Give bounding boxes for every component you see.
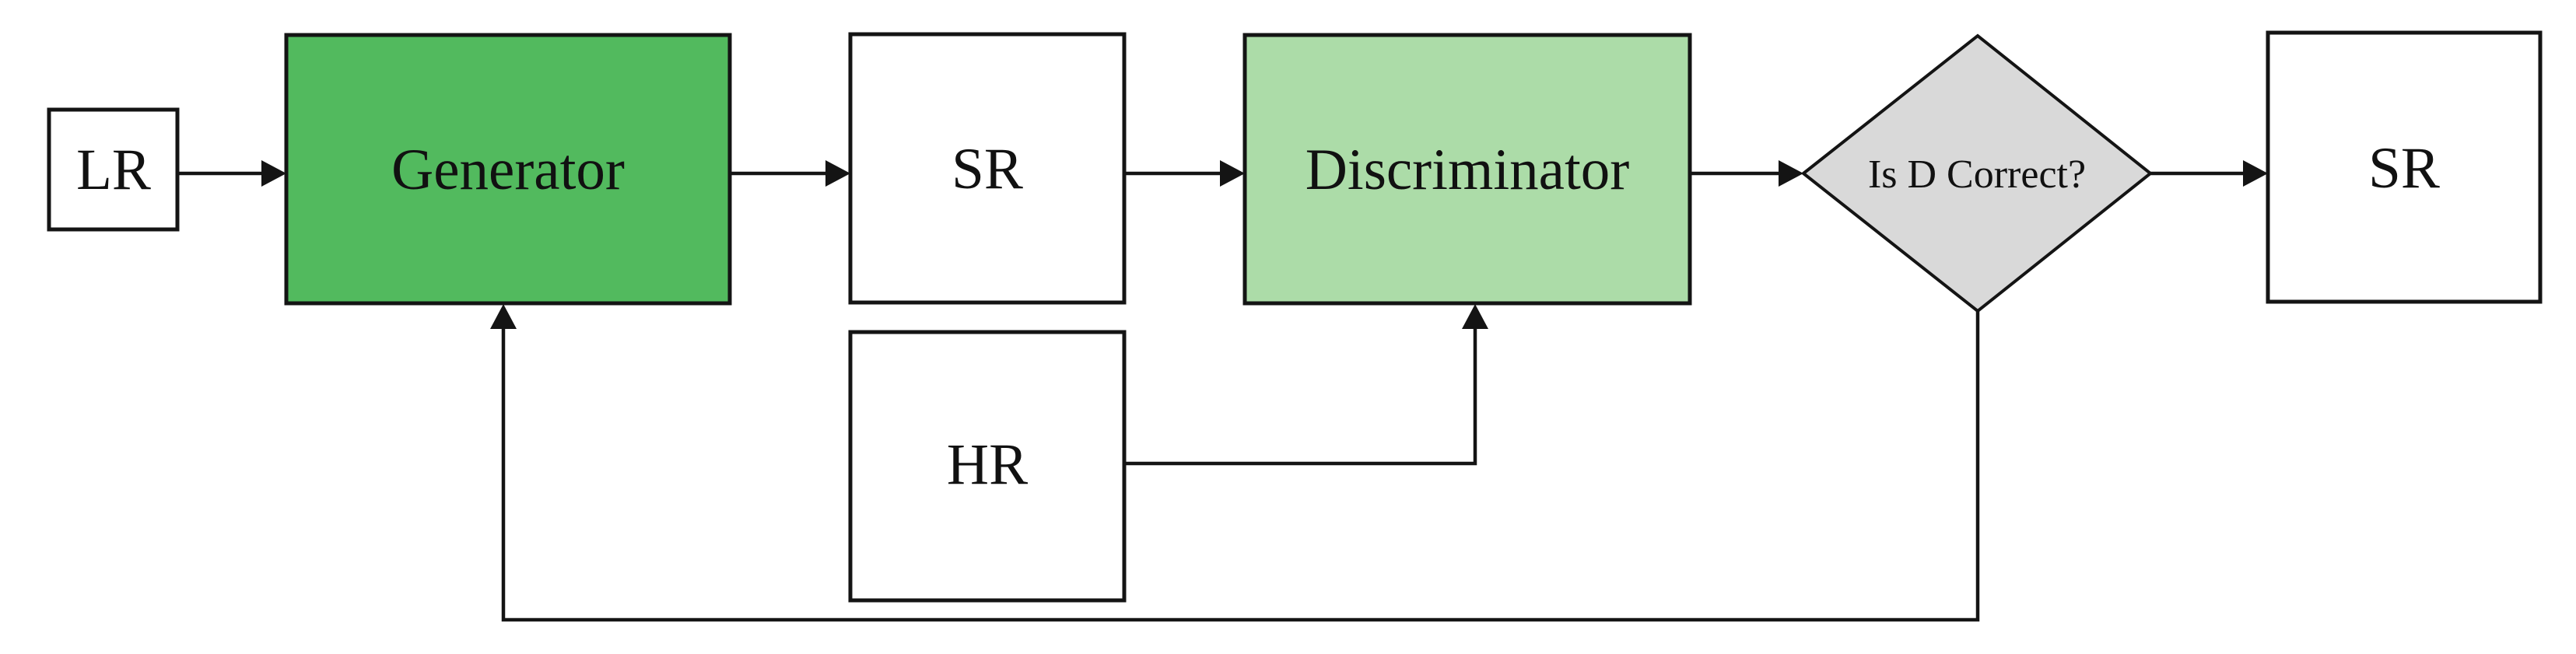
- arrowhead-into-sr: [825, 160, 850, 187]
- sr-output-node: [2266, 30, 2543, 304]
- connector-hr-to-discriminator: [1124, 327, 1477, 466]
- lr-node: [47, 107, 180, 232]
- generator-node: [284, 33, 732, 306]
- arrowhead-into-discriminator-bottom: [1462, 304, 1488, 329]
- connector-feedback-loop: [501, 311, 1980, 622]
- hr-node-label: HR: [947, 432, 1028, 497]
- arrowhead-into-discriminator: [1220, 160, 1245, 187]
- discriminator-node-label: Discriminator: [1306, 138, 1630, 202]
- arrowhead-into-sr-output: [2243, 160, 2268, 187]
- arrowhead-into-decision: [1779, 160, 1803, 187]
- arrowhead-into-generator: [261, 160, 286, 187]
- hr-node: [848, 330, 1127, 603]
- arrowhead-into-generator-bottom: [490, 304, 517, 329]
- sr-output-node-label: SR: [2368, 136, 2440, 201]
- generator-node-label: Generator: [391, 138, 625, 202]
- sr-generated-node: [848, 32, 1127, 305]
- decision-diamond-label: Is D Correct?: [1868, 152, 2086, 197]
- discriminator-node: [1242, 33, 1692, 306]
- lr-node-label: LR: [76, 138, 151, 202]
- decision-diamond: [1800, 33, 2154, 313]
- sr-generated-node-label: SR: [952, 137, 1023, 201]
